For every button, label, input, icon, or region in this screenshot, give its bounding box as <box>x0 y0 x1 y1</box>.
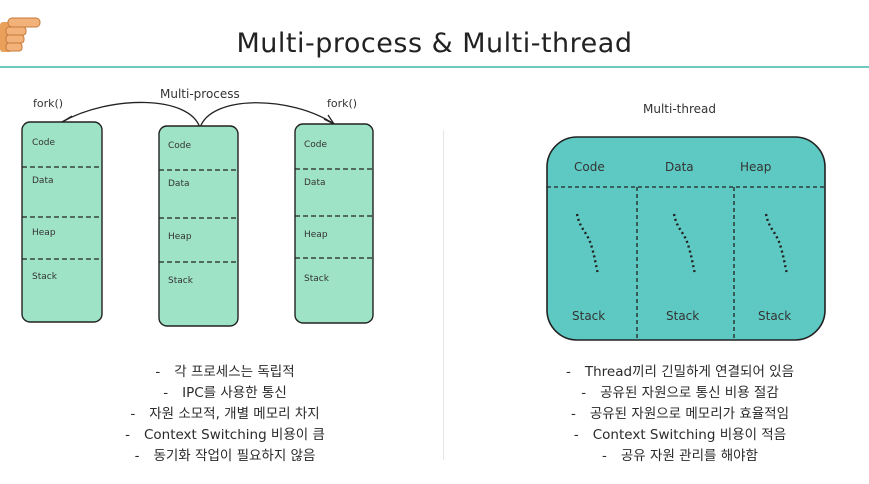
thread-squiggles <box>575 213 789 275</box>
list-item: -Context Switching 비용이 적음 <box>573 427 787 443</box>
list-item: -자원 소모적, 개별 메모리 차지 <box>130 406 320 422</box>
thread-squiggle-3 <box>764 213 789 275</box>
thread-code-label: Code <box>574 160 605 174</box>
multi-process-bullets: -각 프로세스는 독립적 -IPC를 사용한 통신 -자원 소모적, 개별 메모… <box>60 362 390 467</box>
process-2-code-label: Code <box>168 141 192 151</box>
list-item: -공유 자원 관리를 해야함 <box>602 448 758 464</box>
process-1-heap-label: Heap <box>32 228 56 238</box>
header-divider <box>0 66 869 68</box>
list-item: -Thread끼리 긴밀하게 연결되어 있음 <box>566 364 794 380</box>
thread-squiggle-2 <box>672 213 697 275</box>
list-item: -동기화 작업이 필요하지 않음 <box>134 448 316 464</box>
thread-squiggle-1 <box>575 213 600 275</box>
process-1-stack-label: Stack <box>32 272 57 282</box>
process-1-data-label: Data <box>32 176 54 186</box>
fork-right-label: fork() <box>327 97 358 110</box>
thread-2-stack-label: Stack <box>666 309 700 323</box>
pointing-hand-icon <box>0 17 41 52</box>
process-3-stack-label: Stack <box>304 274 329 284</box>
list-item: -공유된 자원으로 통신 비용 절감 <box>581 385 779 401</box>
section-divider <box>443 130 444 460</box>
multi-thread-title: Multi-thread <box>643 102 716 116</box>
process-1-code-label: Code <box>32 138 56 148</box>
process-segment-dividers <box>22 166 373 263</box>
multi-process-title: Multi-process <box>160 87 240 101</box>
multi-thread-bullets: -Thread끼리 긴밀하게 연결되어 있음 -공유된 자원으로 통신 비용 절… <box>500 362 860 467</box>
process-2-heap-label: Heap <box>168 232 192 242</box>
fork-arrow-left <box>61 101 201 129</box>
thread-1-stack-label: Stack <box>572 309 606 323</box>
thread-heap-label: Heap <box>740 160 772 174</box>
process-box-2 <box>158 125 239 327</box>
header-band <box>0 0 869 66</box>
process-3-data-label: Data <box>304 178 326 188</box>
process-box-3 <box>294 123 374 324</box>
process-3-code-label: Code <box>304 140 328 150</box>
thread-data-label: Data <box>665 160 694 174</box>
list-item: -IPC를 사용한 통신 <box>163 385 287 401</box>
fork-arrow-right-head <box>323 114 335 125</box>
list-item: -Context Switching 비용이 큼 <box>125 427 325 443</box>
list-item: -각 프로세스는 독립적 <box>155 364 295 380</box>
fork-left-label: fork() <box>33 97 64 110</box>
process-3-heap-label: Heap <box>304 230 328 240</box>
page-title: Multi-process & Multi-thread <box>236 28 633 59</box>
thread-3-stack-label: Stack <box>758 309 792 323</box>
fork-arrow-right <box>199 102 335 129</box>
process-2-stack-label: Stack <box>168 276 193 286</box>
thread-box <box>546 136 826 341</box>
thread-dividers <box>547 186 825 340</box>
list-item: -공유된 자원으로 메모리가 효율적임 <box>570 406 790 422</box>
process-2-data-label: Data <box>168 179 190 189</box>
process-box-1 <box>21 121 103 323</box>
